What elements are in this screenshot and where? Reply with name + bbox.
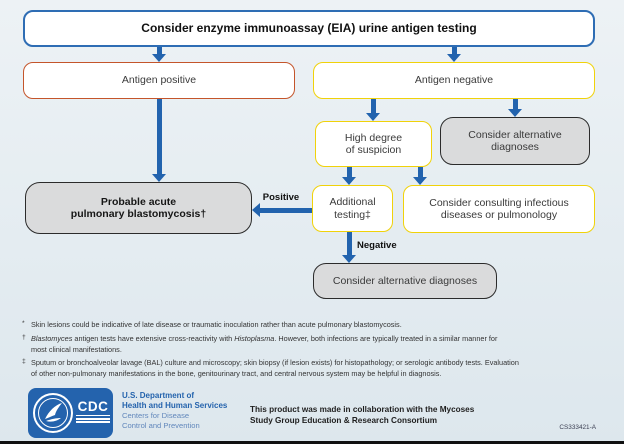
footnote-text: of other non-pulmonary manifestations in… [31,369,442,378]
footnote-marker: ‡ [22,358,26,365]
arrow-title-to-positive-icon [152,47,166,62]
footnote-text: Sputum or bronchoalveolar lavage (BAL) c… [31,358,519,367]
agency-text: U.S. Department of Health and Human Serv… [122,391,227,431]
arrow-additional-to-alt-bottom-icon [342,232,356,263]
alt-diagnoses-top-line1: Consider alternative [468,128,562,141]
flow-node-title: Consider enzyme immunoassay (EIA) urine … [23,10,595,47]
flow-node-consider-consulting: Consider consulting infectious diseases … [403,185,595,233]
footnote-marker: † [22,333,26,341]
footnote: ‡ Sputum or bronchoalveolar lavage (BAL) … [22,357,582,379]
footnotes-section: * Skin lesions could be indicative of lat… [22,319,582,382]
alt-diagnoses-top-line2: diagnoses [491,141,539,153]
additional-testing-line1: Additional [329,196,376,208]
footnote: * Skin lesions could be indicative of lat… [22,319,582,330]
arrow-negative-to-high-degree-icon [366,99,380,121]
probable-line2: pulmonary blastomycosis† [70,208,207,220]
cdc-name-line1: Centers for Disease [122,411,190,420]
antigen-positive-label: Antigen positive [121,74,197,87]
high-degree-line1: High degree [344,131,403,144]
document-id: CS333421-A [559,424,596,431]
arrow-negative-to-alt-top-icon [508,99,522,117]
flow-node-alternative-diagnoses-bottom: Consider alternative diagnoses [313,263,497,299]
flow-node-high-degree-of-suspicion: High degree of suspicion [315,121,432,167]
collab-line2: Study Group Education & Research Consort… [250,416,437,425]
flow-node-additional-testing: Additional testing‡ [312,185,393,232]
cdc-wave-line [76,421,110,423]
footnote-text: Skin lesions could be indicative of late… [31,320,402,329]
arrow-title-to-negative-icon [447,47,461,62]
additional-testing-line2: testing‡ [334,208,371,221]
edge-label-positive: Positive [262,192,300,203]
flow-node-probable-blastomycosis: Probable acute pulmonary blastomycosis† [25,182,252,234]
footnote-text: Histoplasma [234,333,275,343]
footnote-marker: * [22,320,25,327]
hhs-eagle-icon [33,393,73,433]
footnote-text: Blastomyces [31,333,73,343]
footnote: † Blastomyces antigen tests have extensiv… [22,333,582,355]
cdc-wave-line [76,414,110,417]
dept-line1: U.S. Department of [122,391,195,400]
footnote-text: antigen tests have extensive cross-react… [72,333,235,343]
collab-line1: This product was made in collaboration w… [250,405,475,414]
flow-node-alternative-diagnoses-top: Consider alternative diagnoses [440,117,590,165]
flow-node-antigen-positive: Antigen positive [23,62,295,99]
probable-line1: Probable acute [100,195,177,208]
cdc-acronym: CDC [77,399,109,414]
cdc-wave-line [76,418,110,420]
consulting-line1: Consider consulting infectious [429,196,569,209]
arrow-positive-to-probable-icon [152,99,166,182]
cdc-name-line2: Control and Prevention [122,421,200,430]
dept-line2: Health and Human Services [122,401,228,410]
hhs-cdc-logo-block: CDC [28,388,113,438]
footnote-text: . However, both infections are typically… [274,333,498,343]
flow-title-text: Consider enzyme immunoassay (EIA) urine … [141,21,477,36]
cdc-logo: CDC [76,400,110,423]
edge-label-negative: Negative [357,240,397,251]
high-degree-line2: of suspicion [345,144,402,156]
footnote-text: most clinical manifestations. [31,344,122,354]
alt-diagnoses-bottom-label: Consider alternative diagnoses [332,274,478,287]
collaboration-note: This product was made in collaboration w… [250,404,474,426]
bottom-border-line [0,441,624,444]
consulting-line2: diseases or pulmonology [440,209,558,221]
arrow-additional-to-probable-icon [252,203,312,217]
flow-node-antigen-negative: Antigen negative [313,62,595,99]
arrow-high-degree-to-additional-icon [342,167,356,185]
antigen-negative-label: Antigen negative [414,74,494,87]
arrow-high-degree-to-consulting-icon [413,167,427,185]
